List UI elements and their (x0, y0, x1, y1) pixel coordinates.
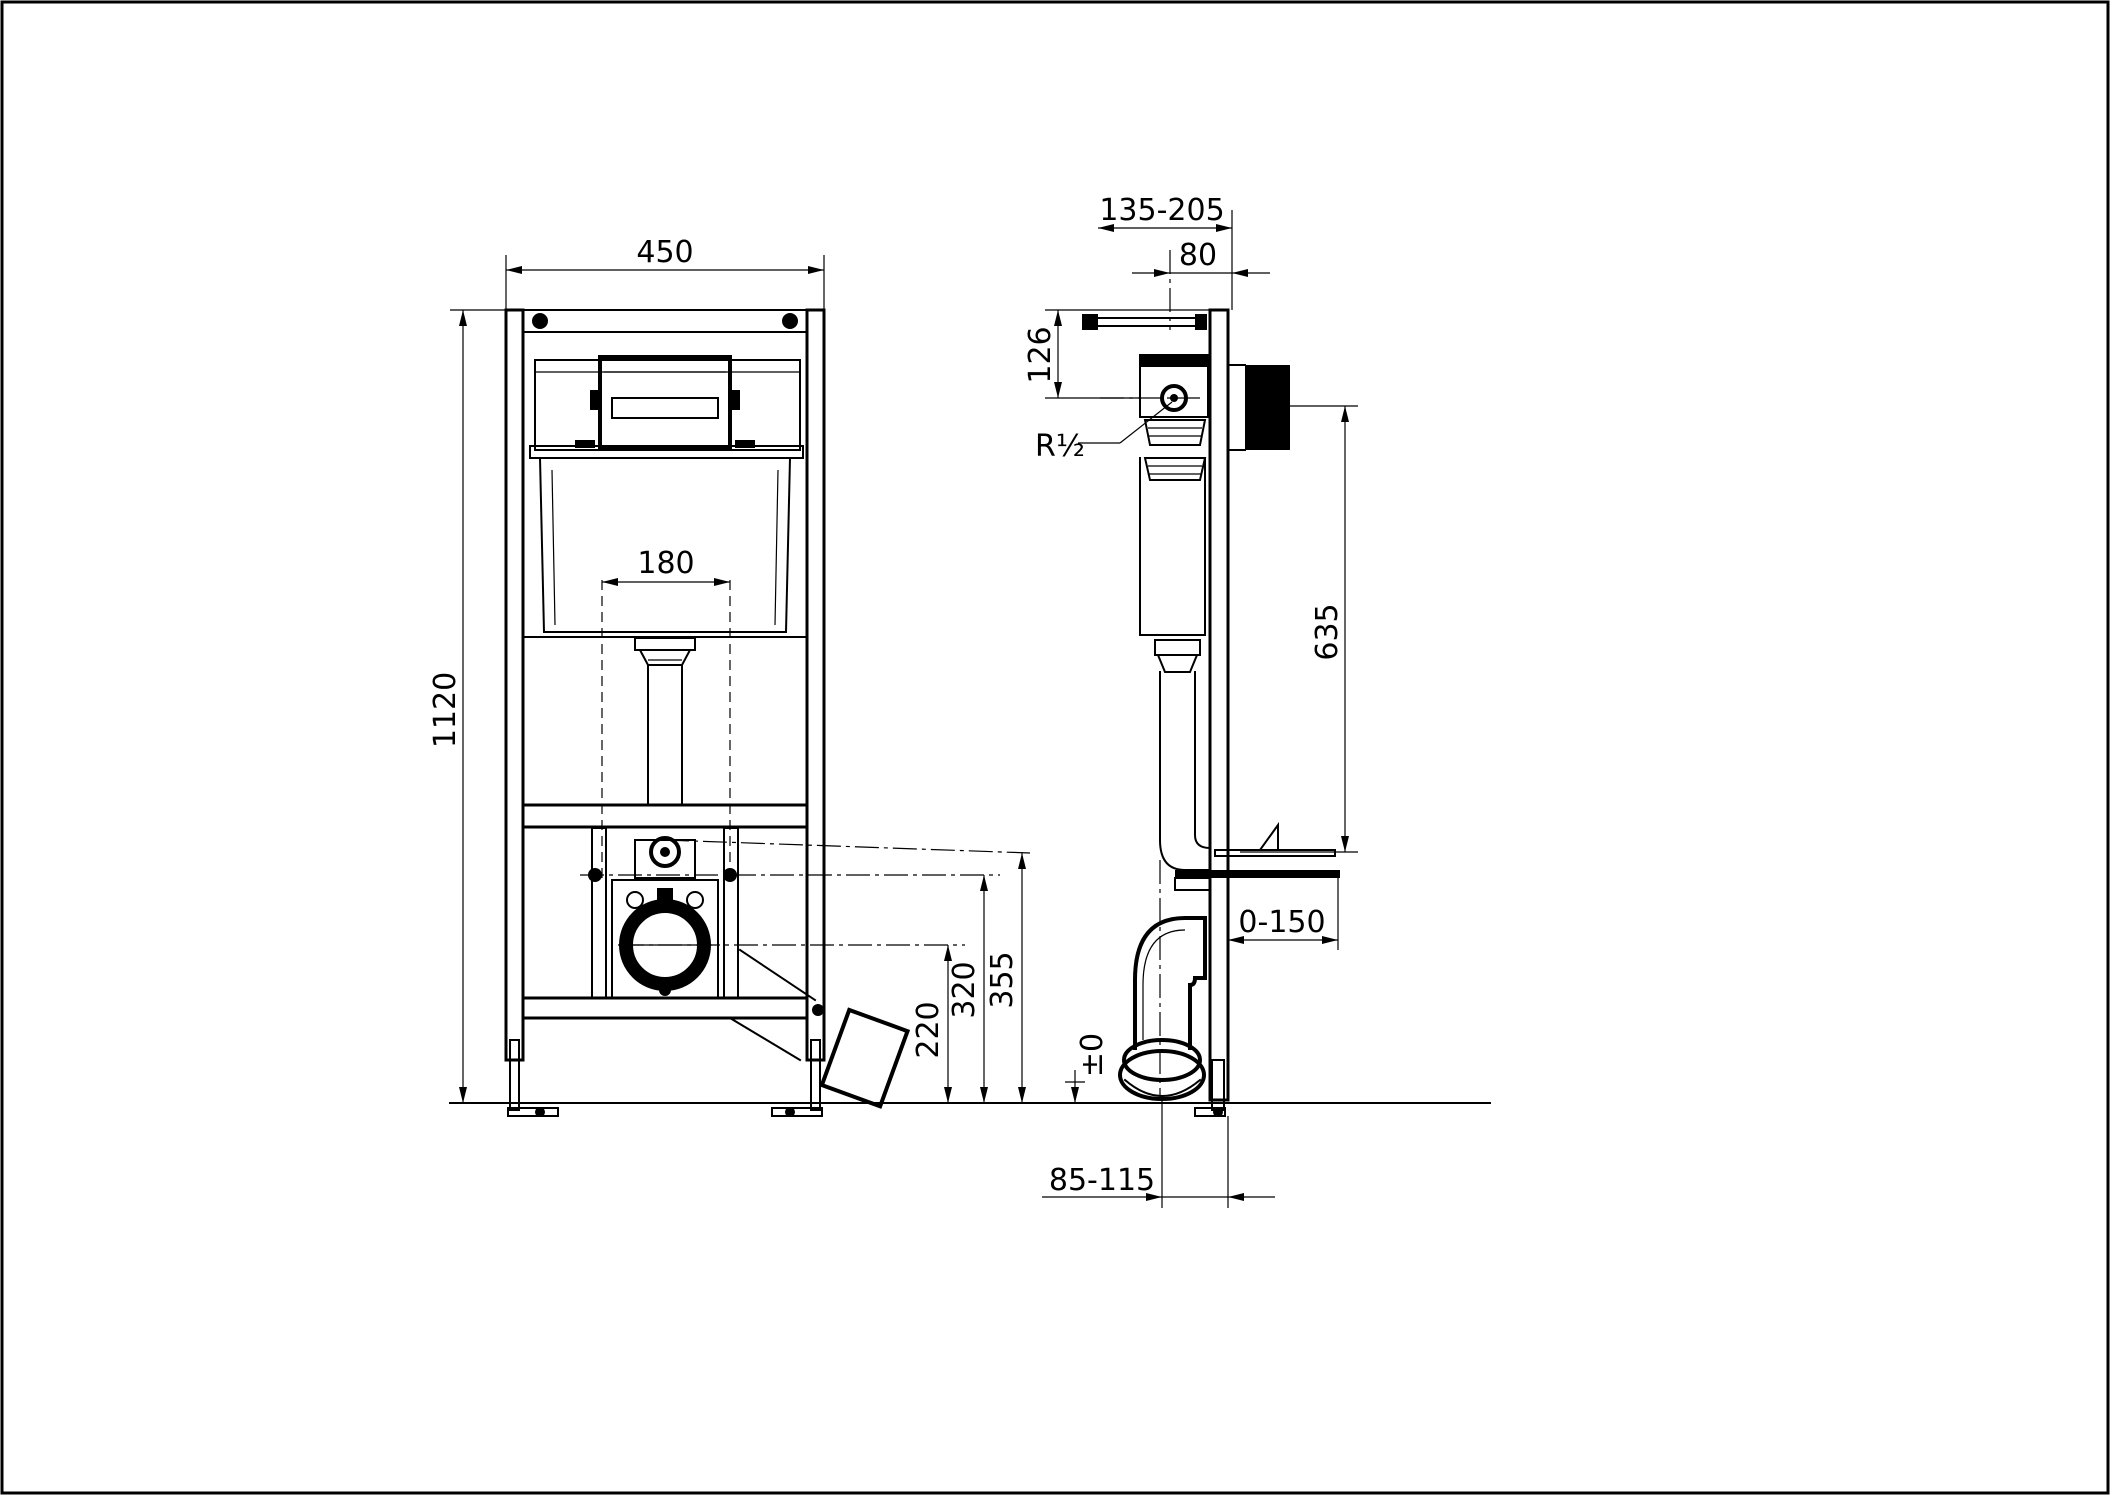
dim-foot-depth: 85-115 (1049, 1163, 1155, 1198)
front-dimensions: 450 1120 180 220 320 355 ±0 (428, 235, 1110, 1103)
left-post (504, 308, 525, 1062)
cistern-top (534, 359, 801, 451)
dim-floor-level: ±0 (1075, 1033, 1110, 1077)
side-flush-pipe (1159, 671, 1212, 871)
left-foot (507, 1107, 559, 1117)
right-post (805, 308, 826, 1062)
right-foot (771, 1107, 823, 1117)
dim-connector-height: 355 (985, 951, 1020, 1008)
dim-thread: R½ (1035, 429, 1085, 464)
side-frame (1208, 308, 1230, 1102)
drain-elbow (1133, 916, 1207, 1050)
wall-insulation (1245, 365, 1290, 450)
top-bolt-left (532, 313, 548, 329)
top-bolt-right (782, 313, 798, 329)
dim-mount-offset: 80 (1179, 238, 1217, 273)
dim-bolt-spacing: 180 (637, 546, 694, 581)
cistern-side (1139, 457, 1206, 636)
side-dimensions: 135-205 80 126 R½ 635 0-150 85-115 (1023, 193, 1358, 1208)
cistern-tank (538, 457, 792, 633)
side-view (1082, 250, 1340, 1117)
valve-rod (1089, 317, 1203, 327)
pipe-stub (819, 1007, 911, 1109)
dim-inlet-height: 320 (947, 961, 982, 1018)
inlet-connector (634, 839, 696, 879)
dim-frame-height: 1120 (428, 672, 463, 748)
front-view (504, 308, 1031, 1117)
dim-wall-depth: 135-205 (1099, 193, 1224, 228)
flush-pipe (647, 664, 683, 806)
top-rail (522, 309, 808, 333)
dim-valve-drop: 126 (1023, 326, 1058, 383)
dim-frame-width: 450 (636, 235, 693, 270)
dim-flush-height: 635 (1310, 603, 1345, 660)
bottom-crossbar (521, 996, 809, 1020)
wall-plate (1175, 870, 1340, 878)
dim-projection: 0-150 (1238, 905, 1325, 940)
middle-crossbar (521, 803, 809, 829)
flush-plate (598, 355, 732, 451)
flush-button (611, 397, 719, 419)
dim-drain-height: 220 (911, 1001, 946, 1058)
